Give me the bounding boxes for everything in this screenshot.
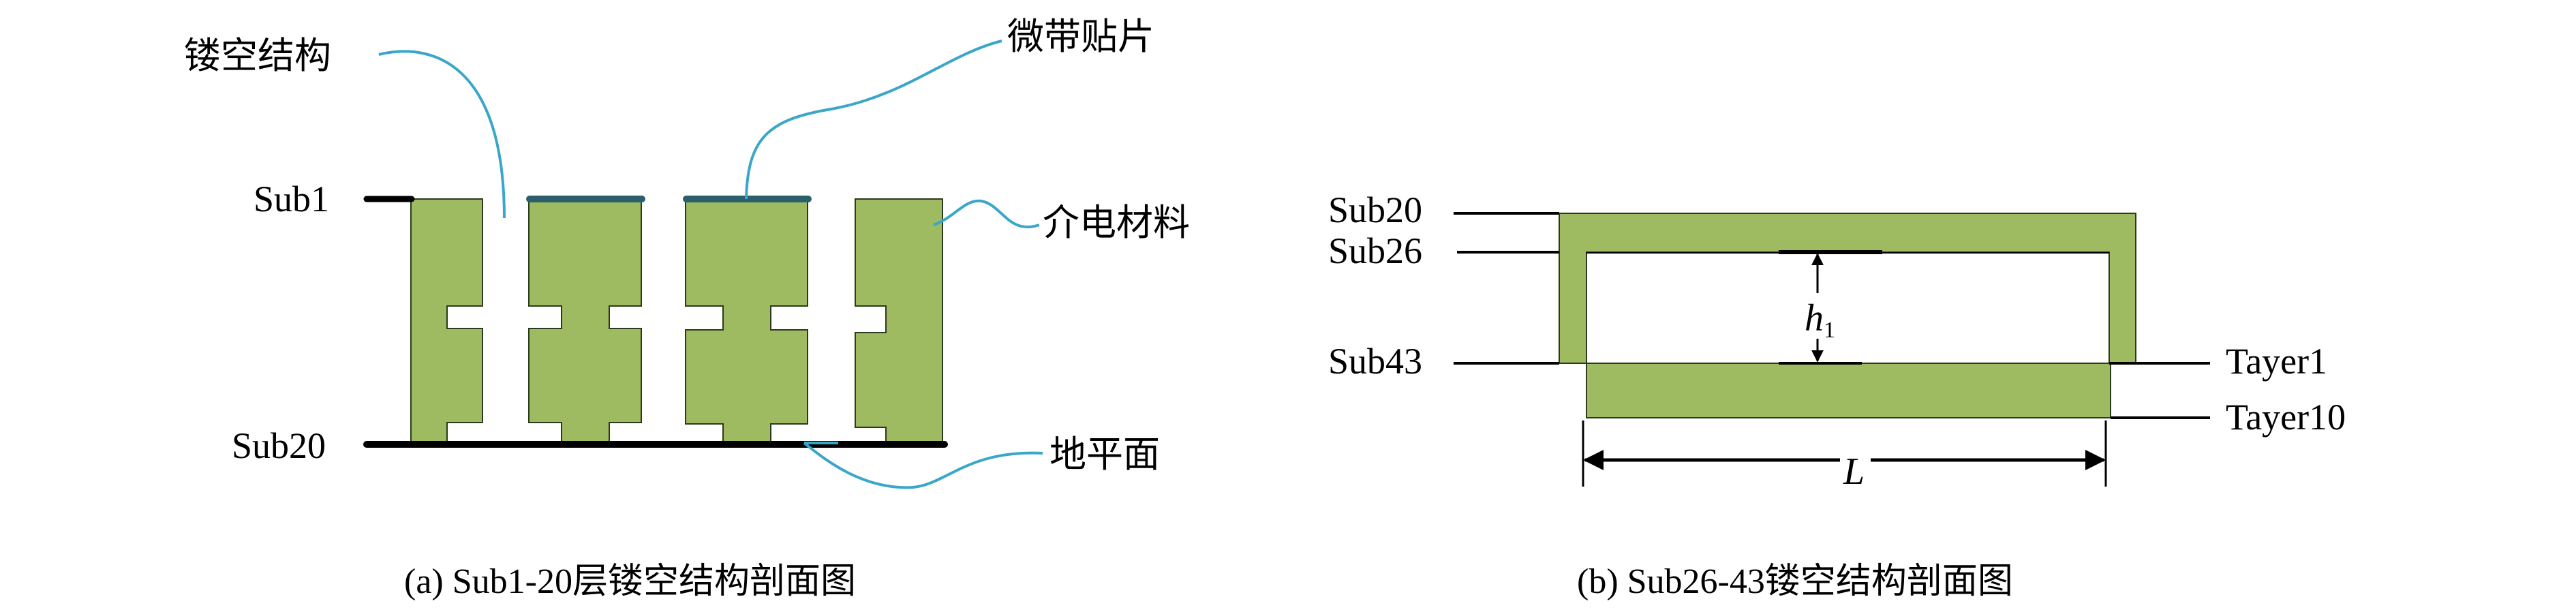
label-L: L (1843, 450, 1865, 493)
lower-dielectric-block (1586, 363, 2111, 418)
label-sub26: Sub26 (1328, 230, 1422, 271)
label-sub20: Sub20 (232, 425, 326, 466)
h1-symbol: h (1805, 297, 1824, 339)
label-tayer10: Tayer10 (2226, 397, 2346, 438)
label-dielectric: 介电材料 (1043, 202, 1190, 243)
caption-b: (b) Sub26-43镂空结构剖面图 (1577, 562, 2013, 601)
label-sub43: Sub43 (1328, 341, 1422, 382)
label-tayer1: Tayer1 (2226, 341, 2327, 382)
dielectric-column-1 (410, 198, 483, 442)
label-microstrip-patch: 微带贴片 (1007, 16, 1154, 57)
label-sub1: Sub1 (254, 179, 329, 219)
dielectric-column-4 (855, 198, 943, 442)
label-sub20: Sub20 (1328, 189, 1422, 230)
label-ground-plane: 地平面 (1049, 434, 1160, 475)
callout-hollow-structure (378, 50, 506, 219)
label-hollow-structure: 镂空结构 (184, 35, 331, 76)
dielectric-column-3 (685, 198, 808, 442)
callout-dielectric (933, 199, 1040, 228)
label-h1: h1 (1805, 297, 1835, 343)
panel-a: 镂空结构 微带贴片 介电材料 地平面 Sub1 Sub20 (a) Sub1-2… (184, 16, 1190, 601)
callout-microstrip-patch (745, 40, 1002, 200)
panel-b: Sub20 Sub26 Sub43 Tayer1 Tayer10 h1 L (b… (1328, 189, 2346, 601)
h1-subscript: 1 (1824, 318, 1835, 343)
caption-a: (a) Sub1-20层镂空结构剖面图 (404, 562, 856, 601)
dielectric-column-2 (528, 198, 642, 442)
upper-dielectric-frame (1559, 213, 2136, 364)
callout-ground-plane (803, 442, 1043, 489)
